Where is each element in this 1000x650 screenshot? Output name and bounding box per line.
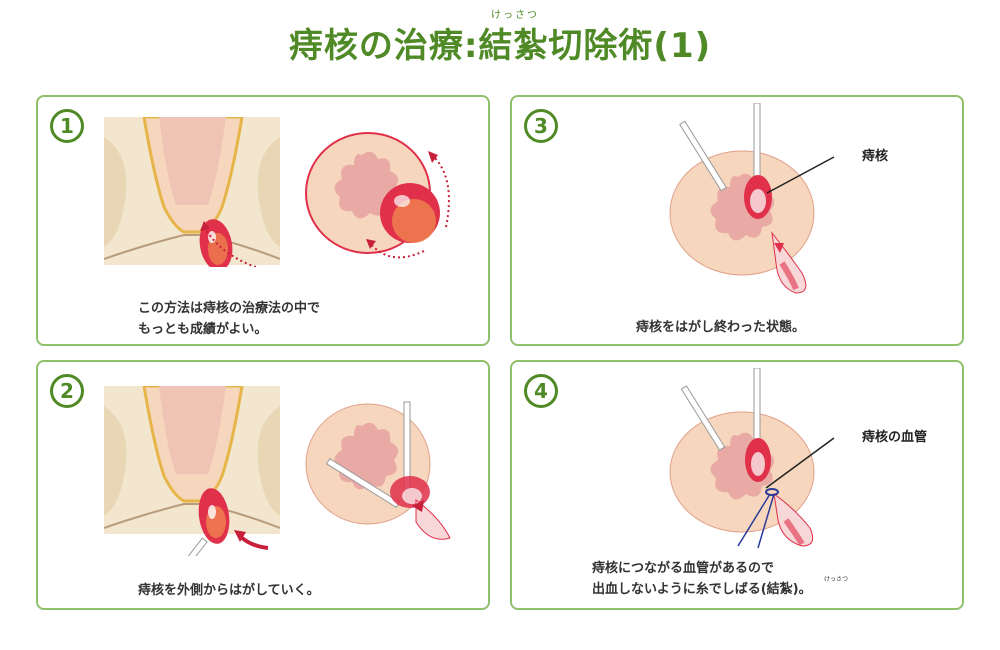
- anal-view-illustration: [305, 132, 450, 259]
- step-caption: 痔核をはがし終わった状態。: [636, 317, 805, 338]
- hemorrhoid-label: 痔核: [862, 149, 889, 164]
- caption-line-1: この方法は痔核の治療法の中で: [138, 301, 321, 316]
- caption-line-2: もっとも成績がよい。: [138, 322, 268, 337]
- cross-section-illustration: [104, 117, 280, 267]
- caption-line-1: 痔核を外側からはがしていく。: [138, 583, 320, 598]
- step-number-badge: 1: [50, 109, 84, 143]
- panel-step-1: 1 この方法は痔核の治療法の中で もっとも成績がよい。: [36, 95, 490, 346]
- caption-line-1: 痔核をはがし終わった状態。: [636, 320, 806, 335]
- panel-step-3: 3 痔核 痔核をはがし終わった状態。: [510, 95, 964, 346]
- blood-vessel-label: 痔核の血管: [862, 430, 928, 445]
- panel-step-2: 2 痔核を外側からはがしていく。: [36, 360, 490, 610]
- caption-line-1: 痔核につながる血管があるので: [592, 561, 775, 576]
- step-caption: 痔核につながる血管があるので 出血しないように糸でしばる(結紮)。: [592, 558, 812, 600]
- ligation-ruby: けっさつ: [824, 576, 849, 583]
- step-number-badge: 4: [524, 374, 558, 408]
- ligation-illustration: [669, 368, 835, 548]
- caption-line-2: 出血しないように糸でしばる(結紮)。: [592, 582, 812, 597]
- step-number-badge: 3: [524, 109, 558, 143]
- page-title: 痔核の治療:結紮切除術(1): [0, 18, 1000, 67]
- anal-view-illustration: [305, 401, 451, 540]
- step-caption: 痔核を外側からはがしていく。: [138, 580, 320, 601]
- cross-section-illustration: [104, 386, 280, 556]
- step-number-badge: 2: [50, 374, 84, 408]
- excised-hemorrhoid-illustration: [669, 103, 835, 294]
- panel-step-4: 4 痔核の血管 痔核につながる血管があるので 出血しないように糸でしばる(結紮)…: [510, 360, 964, 610]
- title-text: 痔核の治療:結紮切除術(1): [288, 26, 712, 66]
- title-ruby: けっさつ: [491, 10, 539, 21]
- step-caption: この方法は痔核の治療法の中で もっとも成績がよい。: [138, 298, 320, 340]
